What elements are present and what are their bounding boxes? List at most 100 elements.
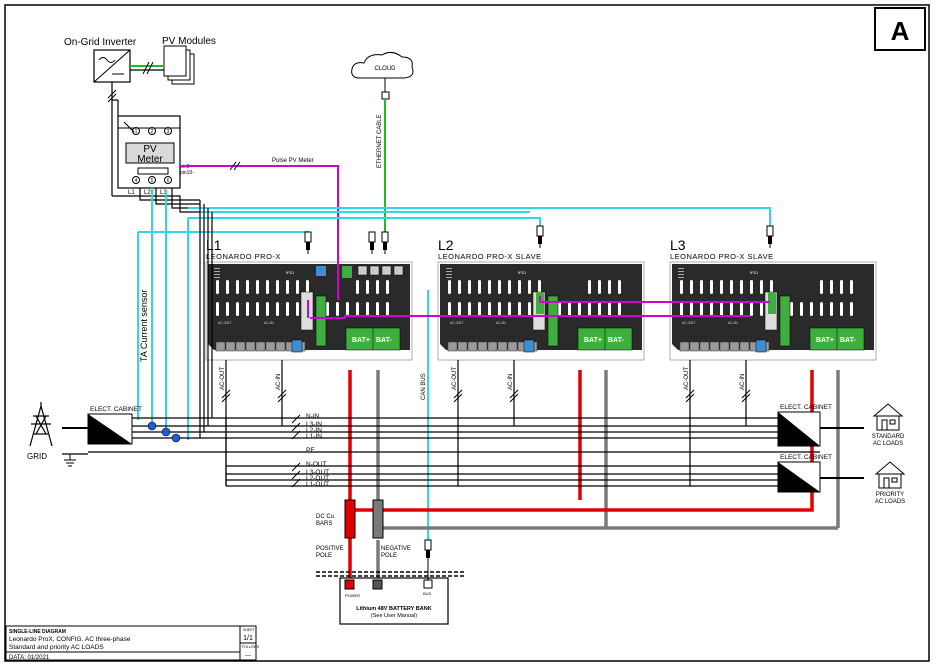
sheet-letter: A	[891, 16, 910, 46]
follows-value: ---	[245, 653, 251, 659]
meter-terminal-top-label: 2	[151, 129, 154, 135]
positive-bus-bar	[344, 499, 356, 539]
ac-in-line-label: N-IN	[306, 413, 320, 420]
unit-ip-label: IP21	[518, 270, 527, 275]
battery-power-label: POWER	[345, 593, 360, 598]
title-block	[5, 625, 257, 661]
l3-ta-plug	[766, 225, 774, 248]
svg-text:AC LOADS: AC LOADS	[875, 499, 905, 505]
current-sensor-1	[147, 421, 157, 431]
meter-line-label: L1	[128, 190, 135, 196]
svg-text:ELECT. CABINET: ELECT. CABINET	[90, 406, 142, 413]
l1-can-plug	[368, 231, 376, 254]
current-sensor-3	[171, 433, 181, 443]
ac-out-label: AC-OUT	[684, 367, 690, 390]
pv-modules-icon	[163, 45, 195, 85]
ac-out-line-label: N-OUT	[306, 461, 327, 468]
bat-plus-label: BAT+	[352, 337, 370, 344]
bat-minus-label: BAT-	[840, 337, 856, 344]
svg-text:AC-OUT: AC-OUT	[218, 321, 232, 325]
meter-output-lines	[112, 188, 200, 213]
l2-ta-plug	[536, 225, 544, 248]
cloud-label: CLOUD	[374, 66, 396, 72]
ac-in-label: AC-IN	[740, 374, 746, 390]
standard-elect-cabinet: ELECT. CABINET	[777, 404, 832, 447]
ac-in-line-label: L2-IN	[306, 427, 322, 434]
unit-model-label: LEONARDO PRO-X SLAVE	[670, 252, 774, 261]
unit-model-label: LEONARDO PRO-X SLAVE	[438, 252, 542, 261]
ac-out-label: AC-OUT	[220, 367, 226, 390]
ac-in-line-label: L3-IN	[306, 421, 322, 428]
meter-terminal-bottom	[132, 176, 140, 184]
sheet-label: SHEET	[243, 628, 256, 632]
battery-can-plug	[424, 539, 432, 562]
battery-subtitle: (See User Manual)	[371, 613, 417, 619]
current-sensor-2	[161, 427, 171, 437]
meter-line-label: L3	[160, 190, 167, 196]
bat-minus-label: BAT-	[608, 337, 624, 344]
unit-model-label: LEONARDO PRO-X	[206, 252, 281, 261]
svg-text:ELECT. CABINET: ELECT. CABINET	[780, 454, 832, 461]
grid-label: GRID	[27, 452, 47, 461]
svg-text:AC-OUT: AC-OUT	[682, 321, 696, 325]
meter-terminal-bottom	[148, 176, 156, 184]
inverter-label: On-Grid Inverter	[64, 37, 137, 48]
meter-terminal-bottom-label: 6	[167, 178, 170, 184]
priority-elect-cabinet: ELECT. CABINET	[777, 454, 832, 493]
bat-plus-label: BAT+	[584, 337, 602, 344]
ta-current-sensor-label: TA Current sensor	[139, 290, 149, 362]
pe-label: PE	[306, 447, 315, 454]
meter-terminal-bottom-label: 5	[151, 178, 154, 184]
title-line1: Leonardo ProX, CONFIG. AC three-phase	[9, 636, 131, 643]
ac-out-line-label: L3-OUT	[306, 469, 329, 476]
title-date: DATA: 01/2021	[9, 655, 50, 661]
ac-out-line-label: L2-OUT	[306, 475, 329, 482]
can-link-l1-l2	[310, 315, 750, 319]
battery-bank	[316, 560, 466, 625]
inverter-symbol	[93, 49, 131, 83]
title-line2: Standard and priority AC LOADS	[9, 644, 104, 651]
unit-ip-label: IP21	[286, 270, 295, 275]
svg-text:PRIORITY: PRIORITY	[876, 492, 904, 498]
svg-text:ELECT. CABINET: ELECT. CABINET	[780, 404, 832, 411]
unit-phase-label: L3	[670, 237, 686, 253]
ethernet-jack	[381, 91, 390, 100]
svg-text:AC-IN: AC-IN	[264, 321, 274, 325]
ac-in-label: AC-IN	[508, 374, 514, 390]
sheet-number: 1/1	[243, 635, 253, 642]
svg-text:AC LOADS: AC LOADS	[873, 441, 903, 447]
can-bus-label: CAN BUS	[421, 373, 427, 400]
battery-bus-label: BUS	[423, 591, 432, 596]
ac-in-line-label: L1-IN	[306, 433, 322, 440]
meter-pin-minus: pin10-	[180, 170, 194, 176]
bat-minus-label: BAT-	[376, 337, 392, 344]
pulse-pv-meter-label: Pulse PV Meter	[272, 158, 314, 164]
ethernet-label: ETHERNET CABLE	[377, 114, 383, 168]
ground-symbol	[64, 454, 76, 467]
battery-title: Lithium 48V BATTERY BANK	[356, 606, 431, 612]
unit-ip-label: IP21	[750, 270, 759, 275]
meter-line-label: L2	[144, 190, 151, 196]
grid-tower-icon	[29, 402, 53, 447]
sheet-letter-box	[874, 7, 926, 51]
dc-battery-cables	[348, 370, 840, 578]
svg-text:STANDARD: STANDARD	[872, 434, 905, 440]
title-heading: SINGLE-LINE DIAGRAM	[9, 629, 66, 635]
ac-out-label: AC-OUT	[452, 367, 458, 390]
pv-modules-label: PV Modules	[162, 36, 216, 47]
l1-ta-plug	[304, 231, 312, 254]
ac-out-line-label: L1-OUT	[306, 481, 329, 488]
connector-plugs	[304, 225, 774, 562]
grid-elect-cabinet: ELECT. CABINET	[87, 406, 142, 445]
meter-terminal-bottom	[164, 176, 172, 184]
